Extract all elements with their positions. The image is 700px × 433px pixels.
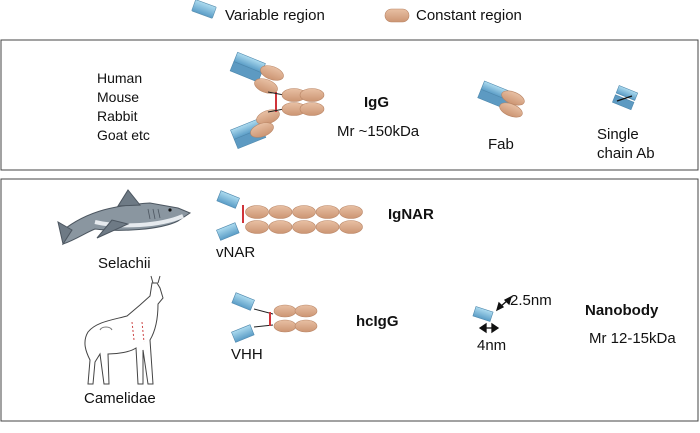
nanobody-height-arrow (495, 295, 513, 312)
ignar-constant-domain (292, 205, 316, 219)
dim-width-label: 4nm (477, 337, 507, 354)
ignar-constant-domain (315, 205, 340, 219)
top-panel-frame (0, 39, 699, 171)
legend-variable-swatch (191, 0, 217, 19)
ignar-constant-domain (245, 205, 269, 219)
legend-variable-label: Variable region (225, 7, 325, 24)
species-human: Human (97, 70, 143, 86)
nanobody-mr-label: Mr 12-15kDa (589, 330, 676, 347)
legend-constant-label: Constant region (416, 7, 522, 24)
single-chain-label-1: Single (597, 126, 639, 143)
llama-illustration (84, 275, 164, 385)
ignar-molecule (216, 190, 363, 241)
ignar-constant-domain (268, 205, 293, 219)
ignar-constant-domain (339, 205, 363, 219)
single-chain-fragment (612, 85, 639, 111)
species-goat: Goat etc (97, 127, 150, 143)
nanobody-label: Nanobody (585, 302, 659, 319)
single-chain-label-2: chain Ab (597, 145, 655, 162)
ignar-constant-domain (339, 220, 363, 234)
hcigg-molecule (231, 292, 318, 343)
hcigg-label: hcIgG (356, 313, 399, 330)
selachii-label: Selachii (98, 255, 151, 272)
bottom-panel-frame (0, 178, 699, 422)
ignar-constant-domain (315, 220, 340, 234)
legend-constant-swatch (384, 8, 410, 23)
species-rabbit: Rabbit (97, 108, 138, 124)
ignar-constant-domain (245, 220, 269, 234)
igg-label: IgG (364, 94, 389, 111)
dim-height-label: 2.5nm (510, 292, 552, 309)
nanobody-width-arrow (478, 322, 500, 334)
vnar-label: vNAR (216, 244, 256, 261)
igg-mr-label: Mr ~150kDa (337, 123, 420, 140)
nanobody-fragment (472, 306, 494, 322)
ignar-label: IgNAR (388, 206, 434, 223)
ignar-constant-domain (292, 220, 316, 234)
vhh-label: VHH (231, 346, 263, 363)
ignar-constant-domain (268, 220, 293, 234)
shark-illustration (57, 189, 192, 246)
igg-molecule (229, 51, 325, 150)
fab-label: Fab (488, 136, 514, 153)
fab-fragment (477, 80, 525, 118)
camelidae-label: Camelidae (84, 390, 156, 407)
species-mouse: Mouse (97, 89, 140, 105)
